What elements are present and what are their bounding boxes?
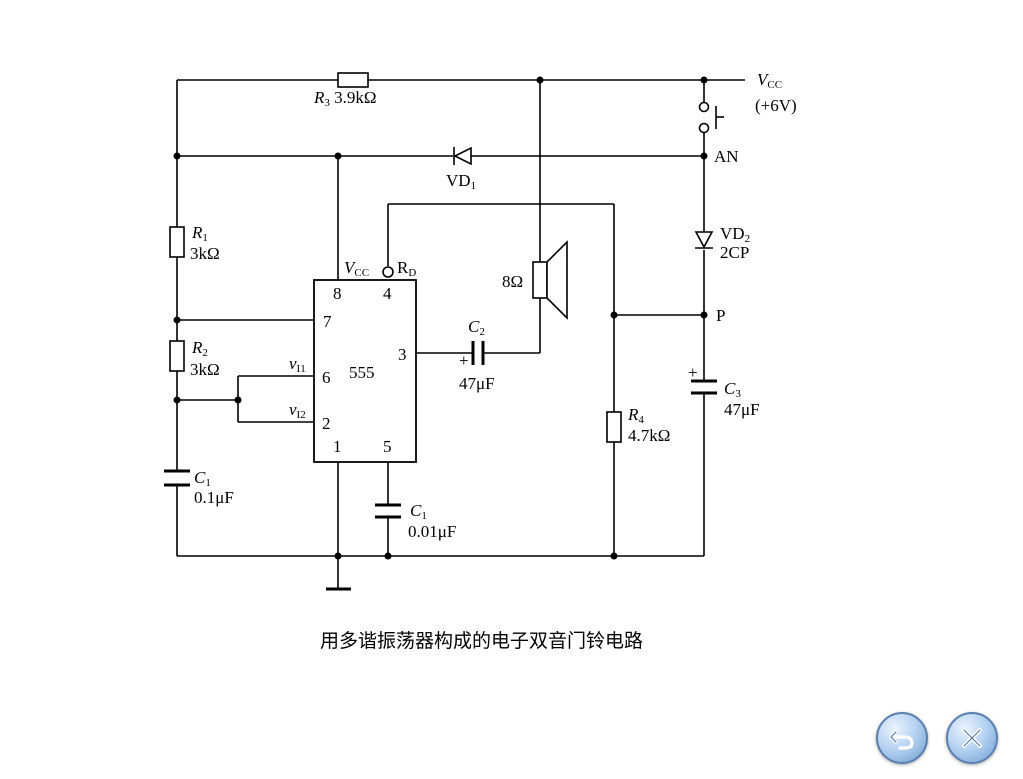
pin-6-label: 6: [322, 368, 331, 387]
vcc-value-label: (+6V): [755, 96, 797, 115]
c2-value-label: 47μF: [459, 374, 495, 393]
pin-1-label: 1: [333, 437, 342, 456]
pin-7-label: 7: [323, 312, 332, 331]
an-label: AN: [714, 147, 739, 166]
vd2-type-label: 2CP: [720, 243, 749, 262]
p-label: P: [716, 306, 725, 325]
resistor-r2: [169, 340, 185, 372]
c1-value-label: 0.1μF: [194, 488, 234, 507]
c1b-label: C1: [410, 501, 427, 522]
rd-bubble: [382, 266, 394, 278]
pin-8-label: 8: [333, 284, 342, 303]
pin-2-label: 2: [322, 414, 331, 433]
ic-rd-label: RD: [397, 258, 416, 279]
push-button-an: [698, 101, 724, 134]
resistor-r3: [337, 72, 369, 88]
r2-label: R2: [191, 338, 208, 359]
pin-3-label: 3: [398, 345, 407, 364]
r2-value-label: 3kΩ: [190, 360, 220, 379]
ic-vcc-label: VCC: [344, 258, 369, 279]
close-x-icon: [962, 728, 982, 748]
capacitor-c1b: [375, 503, 401, 519]
c1b-value-label: 0.01μF: [408, 522, 456, 541]
junction-dots: [173, 76, 708, 560]
pin-4-label: 4: [383, 284, 392, 303]
close-button[interactable]: [946, 712, 998, 764]
speaker-icon: [532, 240, 568, 320]
return-arrow-icon: [889, 730, 914, 750]
r4-label: R4: [627, 405, 644, 426]
vd1-label: VD1: [446, 171, 476, 192]
figure-caption: 用多谐振荡器构成的电子双音门铃电路: [319, 630, 643, 652]
ic-555-body: [313, 279, 417, 463]
back-button[interactable]: [876, 712, 928, 764]
vcc-top-label: VCC: [757, 70, 782, 91]
r4-value-label: 4.7kΩ: [628, 426, 670, 445]
speaker-label: 8Ω: [502, 272, 523, 291]
c2-plus-label: +: [459, 351, 469, 370]
r3-label: R3 3.9kΩ: [313, 88, 377, 109]
pin-5-label: 5: [383, 437, 392, 456]
vi2-label: vI2: [289, 400, 306, 421]
c3-label: C3: [724, 379, 741, 400]
r1-label: R1: [191, 223, 208, 244]
capacitor-c3: [691, 379, 717, 395]
resistor-r1: [169, 226, 185, 258]
diode-vd1: [453, 146, 472, 166]
capacitor-c1: [164, 469, 190, 487]
c2-label: C2: [468, 317, 485, 338]
ic-name-label: 555: [349, 363, 375, 382]
vd2-label: VD2: [720, 224, 750, 245]
diode-vd2: [694, 231, 714, 249]
capacitor-c2: [471, 341, 485, 365]
c1-label: C1: [194, 468, 211, 489]
resistor-r4: [606, 411, 622, 443]
c3-value-label: 47μF: [724, 400, 760, 419]
c3-plus-label: +: [688, 363, 698, 382]
r1-value-label: 3kΩ: [190, 244, 220, 263]
vi1-label: vI1: [289, 354, 306, 375]
